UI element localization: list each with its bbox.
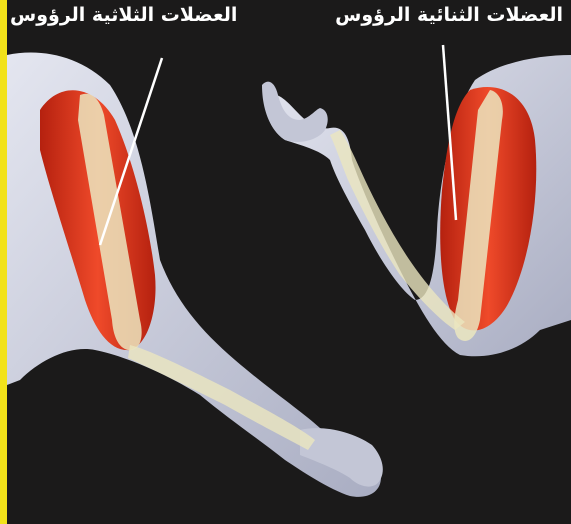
triceps-label: العضلات الثلاثية الرؤوس xyxy=(10,4,237,26)
right-arm-biceps-view xyxy=(262,55,571,356)
biceps-label: العضلات الثنائية الرؤوس xyxy=(335,4,563,26)
left-border-accent xyxy=(0,0,7,524)
